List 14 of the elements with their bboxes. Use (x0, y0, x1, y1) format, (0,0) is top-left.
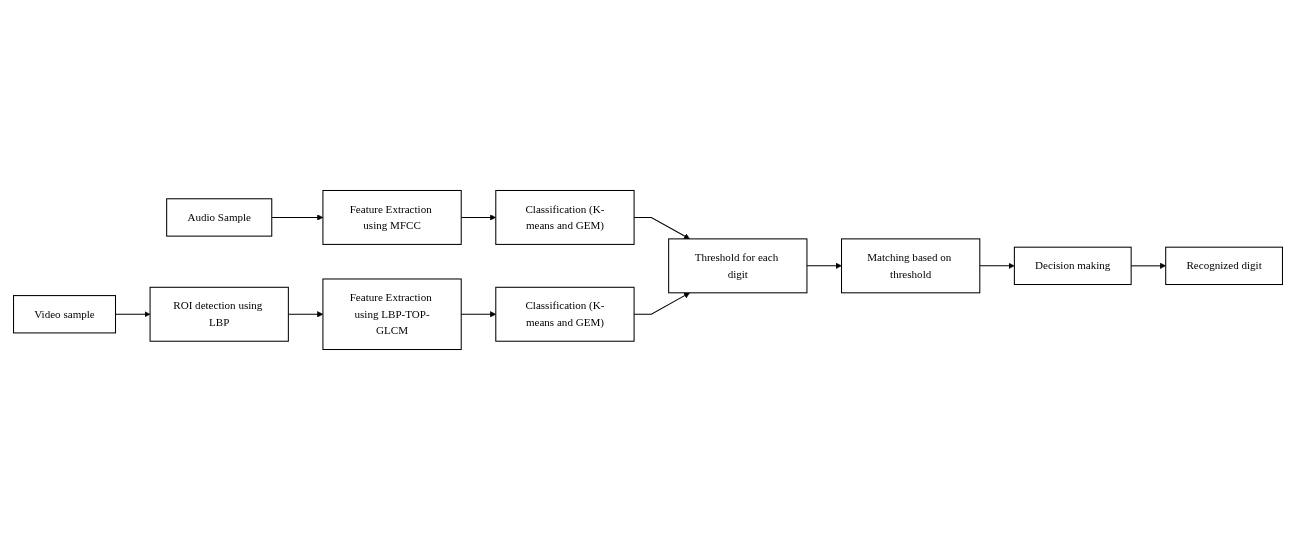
node-box: Video sample (13, 294, 116, 333)
node-box: Classification (K-means and GEM) (495, 189, 635, 245)
node-box: Classification (K-means and GEM) (495, 286, 635, 342)
node-box: Decision making (1013, 246, 1132, 285)
arrow (115, 310, 151, 317)
node-box: Recognized digit (1165, 246, 1283, 285)
arrow (806, 262, 842, 269)
node-box: Feature Extraction using LBP-TOP-GLCM (322, 277, 462, 350)
node-box: Matching based on threshold (841, 237, 981, 293)
node-box: Audio Sample (166, 197, 273, 237)
node-box: Feature Extraction using MFCC (322, 189, 462, 245)
arrow (979, 262, 1015, 269)
node-box: Threshold for each digit (668, 237, 808, 293)
node-box: ROI detection using LBP (149, 286, 289, 342)
